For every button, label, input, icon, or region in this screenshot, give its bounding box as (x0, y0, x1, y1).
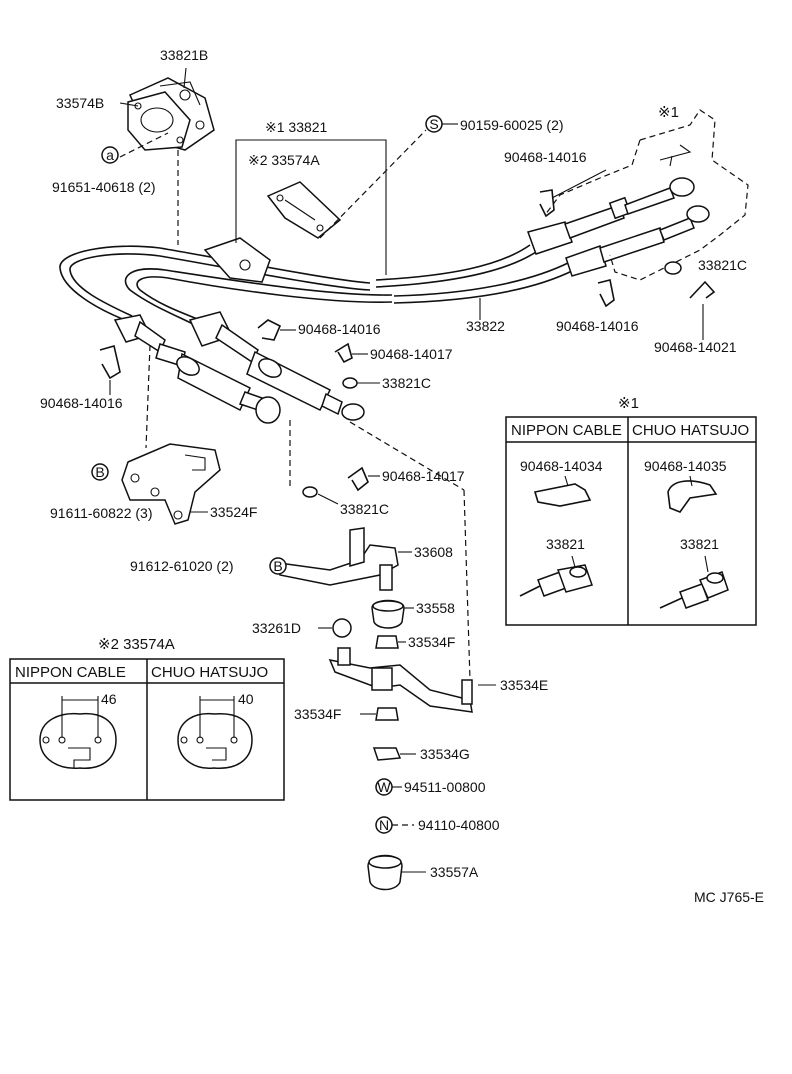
label-33821B: 33821B (160, 47, 208, 63)
table1-clip1-label: 90468-14034 (520, 458, 603, 474)
table2-col-nippon: NIPPON CABLE (15, 664, 126, 681)
label-33821-top: ※1 33821 (265, 119, 328, 135)
clip-90468-14016-lower (597, 279, 615, 308)
variant-table-note2: ※2 33574A NIPPON CABLE CHUO HATSUJO 46 (9, 636, 285, 801)
cable-end-left-1 (113, 314, 281, 424)
retainer-plate-33574A (266, 181, 342, 239)
cable-bracket-33524F (121, 443, 221, 525)
retainer-plate-nippon (39, 712, 117, 769)
label-33557A: 33557A (430, 864, 479, 880)
cable-retainer-33821 (203, 237, 271, 283)
washer-33821C-lower (302, 486, 318, 498)
mark-b-1: B (91, 463, 109, 481)
cable-retainer-chuo (659, 571, 729, 609)
nut-33534F-upper (375, 635, 399, 649)
label-94110-40800: 94110-40800 (418, 817, 500, 833)
label-note1-top: ※1 (658, 104, 679, 121)
transmission-case-outline (544, 109, 749, 281)
mark-b-2: B (269, 557, 287, 575)
table2-title: ※2 33574A (98, 636, 175, 653)
label-33534F-a: 33534F (408, 634, 455, 650)
label-33574B: 33574B (56, 95, 104, 111)
label-90468-14017-a: 90468-14017 (370, 346, 453, 362)
mark-a: a (101, 146, 119, 164)
retainer-33574B (127, 91, 191, 151)
label-33821C-c: 33821C (340, 501, 389, 517)
cable-end-left-2 (188, 311, 365, 421)
table1-col-nippon: NIPPON CABLE (511, 422, 622, 439)
label-90159-60025: 90159-60025 (2) (460, 117, 564, 133)
label-33821C-a: 33821C (698, 257, 747, 273)
svg-text:B: B (95, 464, 104, 480)
label-33822: 33822 (466, 318, 505, 334)
mark-n: N (375, 816, 393, 834)
cable-retainer-nippon (519, 564, 593, 597)
label-33821C-b: 33821C (382, 375, 431, 391)
mark-w: W (375, 778, 393, 796)
label-33534E: 33534E (500, 677, 548, 693)
nut-33534F-lower (375, 707, 399, 721)
cap-33261D (332, 618, 352, 638)
label-91651-40618: 91651-40618 (2) (52, 179, 156, 195)
label-90468-14017-b: 90468-14017 (382, 468, 465, 484)
svg-text:S: S (429, 116, 438, 132)
clip-90468-14016-upper (539, 189, 555, 218)
label-94511-00800: 94511-00800 (404, 779, 486, 795)
clip-90468-14017-mid (334, 342, 353, 364)
clip-90468-14016-mid (257, 319, 282, 341)
label-33261D: 33261D (252, 620, 301, 636)
mark-s: S (425, 115, 443, 133)
label-90468-14016-d: 90468-14016 (40, 395, 123, 411)
clip-90468-14016-left (99, 344, 121, 380)
label-33574A: ※2 33574A (248, 152, 320, 168)
label-90468-14016-b: 90468-14016 (556, 318, 639, 334)
label-90468-14016-c: 90468-14016 (298, 321, 381, 337)
clip-90468-14035 (667, 480, 718, 513)
table1-title: ※1 (618, 395, 639, 412)
svg-text:N: N (379, 817, 389, 833)
bushing-33557A (367, 854, 403, 891)
label-diagram-code: MC J765-E (694, 889, 764, 905)
svg-text:W: W (377, 779, 391, 795)
label-90468-14021: 90468-14021 (654, 339, 737, 355)
table1-part2-label: 33821 (680, 536, 719, 552)
lever-33534E (328, 647, 473, 713)
label-33558: 33558 (416, 600, 455, 616)
washer-33534G (372, 747, 402, 761)
bracket-33608 (270, 527, 399, 591)
label-33524F: 33524F (210, 504, 257, 520)
clip-90468-14017-lower (347, 466, 369, 492)
cable-end-right-lower (565, 205, 710, 277)
label-91612-61020: 91612-61020 (2) (130, 558, 234, 574)
table1-clip2-label: 90468-14035 (644, 458, 727, 474)
washer-33821C-right (664, 261, 682, 275)
variant-table-note1: ※1 NIPPON CABLE CHUO HATSUJO 90468-14034… (505, 395, 757, 626)
shift-cable-assembly (59, 244, 575, 326)
retainer-plate-chuo (177, 712, 253, 769)
label-33534G: 33534G (420, 746, 470, 762)
table2-dim2: 40 (238, 691, 254, 707)
cable-end-right-upper (527, 177, 695, 255)
table1-part1-label: 33821 (546, 536, 585, 552)
table1-col-chuo: CHUO HATSUJO (632, 422, 749, 439)
svg-text:B: B (273, 558, 282, 574)
washer-33821C-mid (342, 377, 358, 389)
clip-90468-14021 (689, 280, 716, 299)
clip-90468-14034 (533, 483, 592, 507)
svg-text:a: a (106, 147, 114, 163)
table2-col-chuo: CHUO HATSUJO (151, 664, 268, 681)
label-33534F-b: 33534F (294, 706, 341, 722)
label-33608: 33608 (414, 544, 453, 560)
label-90468-14016-a: 90468-14016 (504, 149, 587, 165)
label-91611-60822: 91611-60822 (3) (50, 505, 152, 521)
table2-dim1: 46 (101, 691, 117, 707)
bushing-33558 (371, 599, 405, 629)
